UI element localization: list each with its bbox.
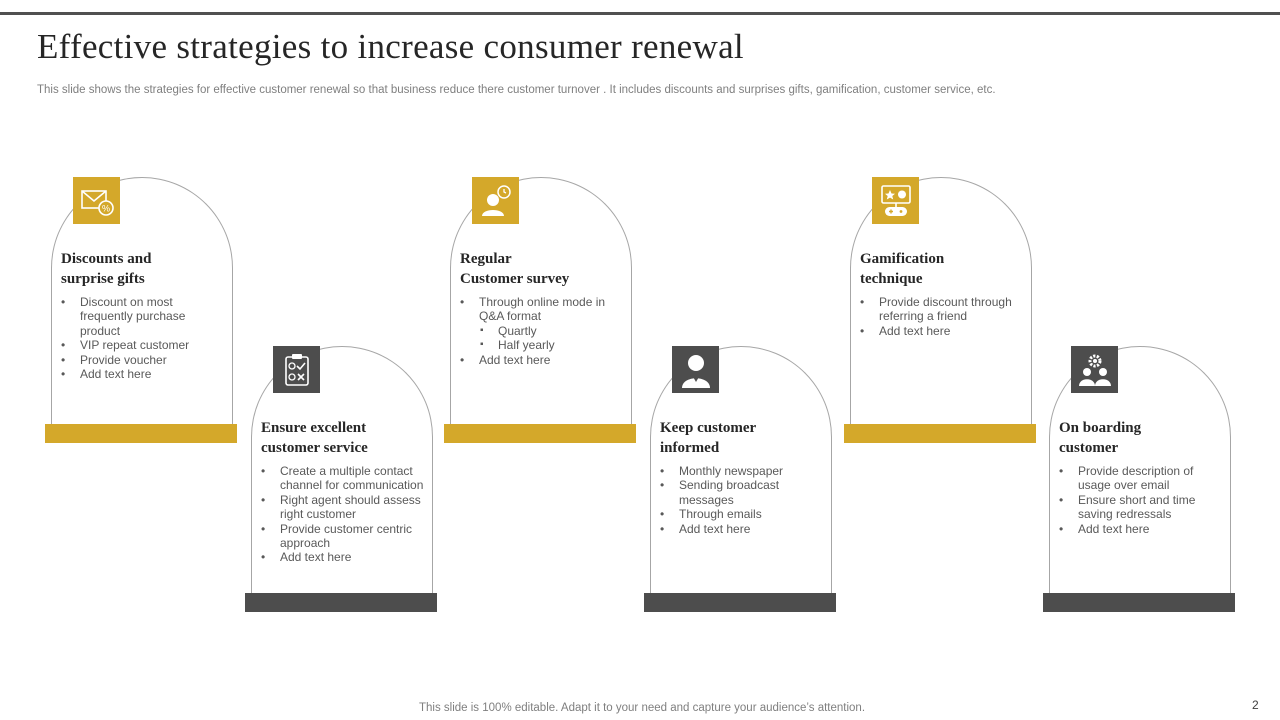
card-heading: Keep customer informed xyxy=(660,420,757,456)
card-onboarding: On boarding customer Provide description… xyxy=(1043,346,1235,612)
card-base xyxy=(1043,593,1235,612)
team-gear-icon xyxy=(1071,346,1118,393)
slide-subtitle: This slide shows the strategies for effe… xyxy=(37,84,996,96)
svg-text:%: % xyxy=(101,203,109,213)
card-base xyxy=(444,424,636,443)
list-item: Add text here xyxy=(1059,522,1224,537)
list-item: Add text here xyxy=(61,367,226,382)
list-item: Add text here xyxy=(860,324,1025,339)
card-base xyxy=(45,424,237,443)
list-item: Ensure short and time saving redressals xyxy=(1059,493,1224,522)
card-base xyxy=(245,593,437,612)
list-item: Discount on most frequently purchase pro… xyxy=(61,295,226,338)
list-item: Provide customer centric approach xyxy=(261,522,426,551)
footer-note: This slide is 100% editable. Adapt it to… xyxy=(418,702,866,714)
card-heading: Ensure excellent customer service xyxy=(261,420,368,456)
mail-discount-icon: % xyxy=(73,177,120,224)
list-subitem: Quartly xyxy=(460,324,625,339)
list-item: Through emails xyxy=(660,507,825,522)
card-customer-service: Ensure excellent customer service Create… xyxy=(245,346,437,612)
card-heading: Gamification technique xyxy=(860,251,945,287)
person-icon xyxy=(672,346,719,393)
list-item: Add text here xyxy=(460,353,625,368)
card-bullets: Monthly newspaper Sending broadcast mess… xyxy=(660,464,825,536)
survey-person-icon xyxy=(472,177,519,224)
list-item: Create a multiple contact channel for co… xyxy=(261,464,426,493)
card-heading: On boarding customer xyxy=(1059,420,1142,456)
card-base xyxy=(844,424,1036,443)
card-customer-survey: Regular Customer survey Through online m… xyxy=(444,177,636,443)
card-discounts: % Discounts and surprise gifts Discount … xyxy=(45,177,237,443)
list-item: Provide description of usage over email xyxy=(1059,464,1224,493)
card-bullets: Provide discount through referring a fri… xyxy=(860,295,1025,339)
slide-title: Effective strategies to increase consume… xyxy=(37,27,744,66)
card-bullets: Discount on most frequently purchase pro… xyxy=(61,295,226,382)
list-item: Add text here xyxy=(660,522,825,537)
top-rule xyxy=(0,12,1280,15)
game-icon xyxy=(872,177,919,224)
page-number: 2 xyxy=(1252,698,1259,712)
list-item: Provide discount through referring a fri… xyxy=(860,295,1025,324)
list-item: Provide voucher xyxy=(61,353,226,368)
list-item: Right agent should assess right customer xyxy=(261,493,426,522)
list-item: Monthly newspaper xyxy=(660,464,825,479)
card-bullets: Provide description of usage over email … xyxy=(1059,464,1224,536)
card-bullets: Create a multiple contact channel for co… xyxy=(261,464,426,565)
list-subitem: Half yearly xyxy=(460,338,625,353)
card-heading: Discounts and surprise gifts xyxy=(61,251,152,287)
list-item: Through online mode in Q&A format xyxy=(460,295,625,324)
checklist-icon xyxy=(273,346,320,393)
card-keep-informed: Keep customer informed Monthly newspaper… xyxy=(644,346,836,612)
list-item: VIP repeat customer xyxy=(61,338,226,353)
card-bullets: Through online mode in Q&A format Quartl… xyxy=(460,295,625,367)
list-item: Add text here xyxy=(261,550,426,565)
card-gamification: Gamification technique Provide discount … xyxy=(844,177,1036,443)
card-base xyxy=(644,593,836,612)
list-item: Sending broadcast messages xyxy=(660,478,825,507)
card-heading: Regular Customer survey xyxy=(460,251,570,287)
